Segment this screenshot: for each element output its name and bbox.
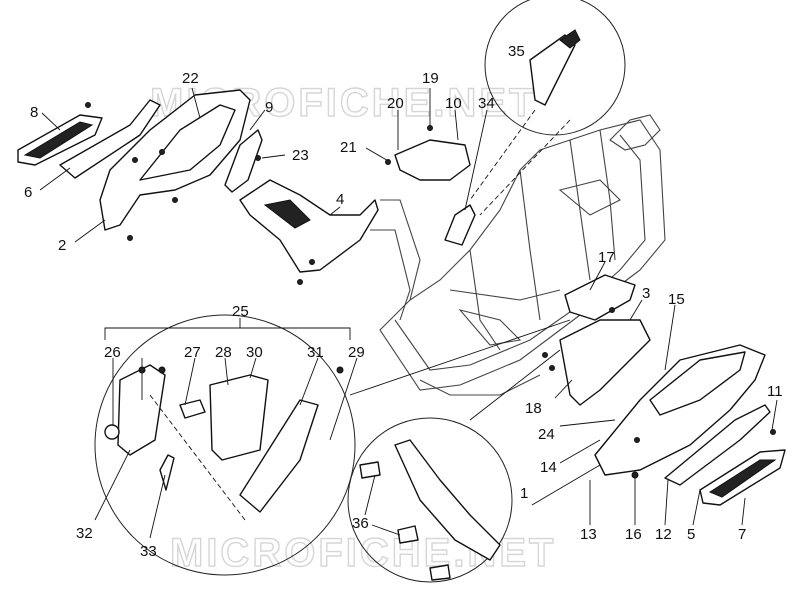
label-33: 33	[140, 543, 157, 560]
watermark-bottom: MICROFICHE.NET	[170, 531, 556, 575]
label-21: 21	[340, 139, 357, 156]
label-8: 8	[30, 104, 38, 121]
label-14: 14	[540, 459, 557, 476]
label-5: 5	[687, 526, 695, 543]
part-22-inner-panel	[139, 104, 236, 181]
label-28: 28	[215, 344, 232, 361]
label-11: 11	[767, 383, 783, 400]
label-15: 15	[668, 291, 685, 308]
part-36-clip-b	[397, 525, 419, 544]
label-23: 23	[292, 147, 309, 164]
leader-lines	[39, 87, 778, 539]
part-34-clip	[444, 204, 476, 246]
label-4: 4	[336, 191, 344, 208]
part-27-bolt	[179, 399, 206, 419]
label-29: 29	[348, 344, 365, 361]
label-2: 2	[58, 237, 66, 254]
part-15-floor-cover	[649, 351, 746, 416]
part-9-small-cover	[224, 129, 263, 193]
part-26-washer	[104, 424, 120, 440]
label-6: 6	[24, 184, 32, 201]
part-35-cover-strip-edge	[559, 29, 581, 49]
label-26: 26	[104, 344, 121, 361]
label-17: 17	[598, 249, 615, 266]
label-30: 30	[246, 344, 263, 361]
fastener-dots	[85, 102, 776, 479]
part-26-mount-plate	[117, 364, 166, 456]
label-19: 19	[422, 70, 439, 87]
detail-circle-top	[484, 0, 626, 136]
label-10: 10	[445, 95, 462, 112]
label-7: 7	[738, 526, 746, 543]
label-12: 12	[655, 526, 672, 543]
label-3: 3	[642, 285, 650, 302]
label-16: 16	[625, 526, 642, 543]
part-4-lower-panel	[239, 179, 379, 273]
part-36-clip-c	[429, 564, 451, 581]
label-31: 31	[307, 344, 324, 361]
label-1: 1	[520, 485, 528, 502]
detail-circle-left	[94, 314, 356, 576]
part-5-side-strip	[664, 404, 771, 486]
label-22: 22	[182, 70, 199, 87]
part-8-grille	[23, 121, 94, 159]
label-9: 9	[265, 99, 273, 116]
part-33-pin	[159, 454, 175, 491]
part-6-side-bracket	[59, 99, 161, 179]
part-3-side-panel	[559, 319, 651, 406]
part-28-pad	[209, 374, 269, 461]
part-36-clip-a	[359, 461, 381, 479]
label-36: 36	[352, 515, 369, 532]
part-7-grille-mesh	[708, 459, 777, 498]
label-35: 35	[508, 43, 525, 60]
label-24: 24	[538, 426, 555, 443]
part-4-vent	[263, 199, 311, 229]
label-13: 13	[580, 526, 597, 543]
part-31-rail	[239, 399, 319, 513]
label-18: 18	[525, 400, 542, 417]
label-25: 25	[232, 303, 249, 320]
detail-circle-bottom	[347, 417, 513, 583]
part-35-cover-strip	[529, 34, 576, 106]
label-32: 32	[76, 525, 93, 542]
label-20: 20	[387, 95, 404, 112]
label-34: 34	[478, 95, 495, 112]
part-1-detail-edge	[394, 439, 501, 561]
label-27: 27	[184, 344, 201, 361]
part-10-glovebox-bracket	[394, 139, 471, 181]
part-17-support-bracket	[564, 274, 636, 321]
